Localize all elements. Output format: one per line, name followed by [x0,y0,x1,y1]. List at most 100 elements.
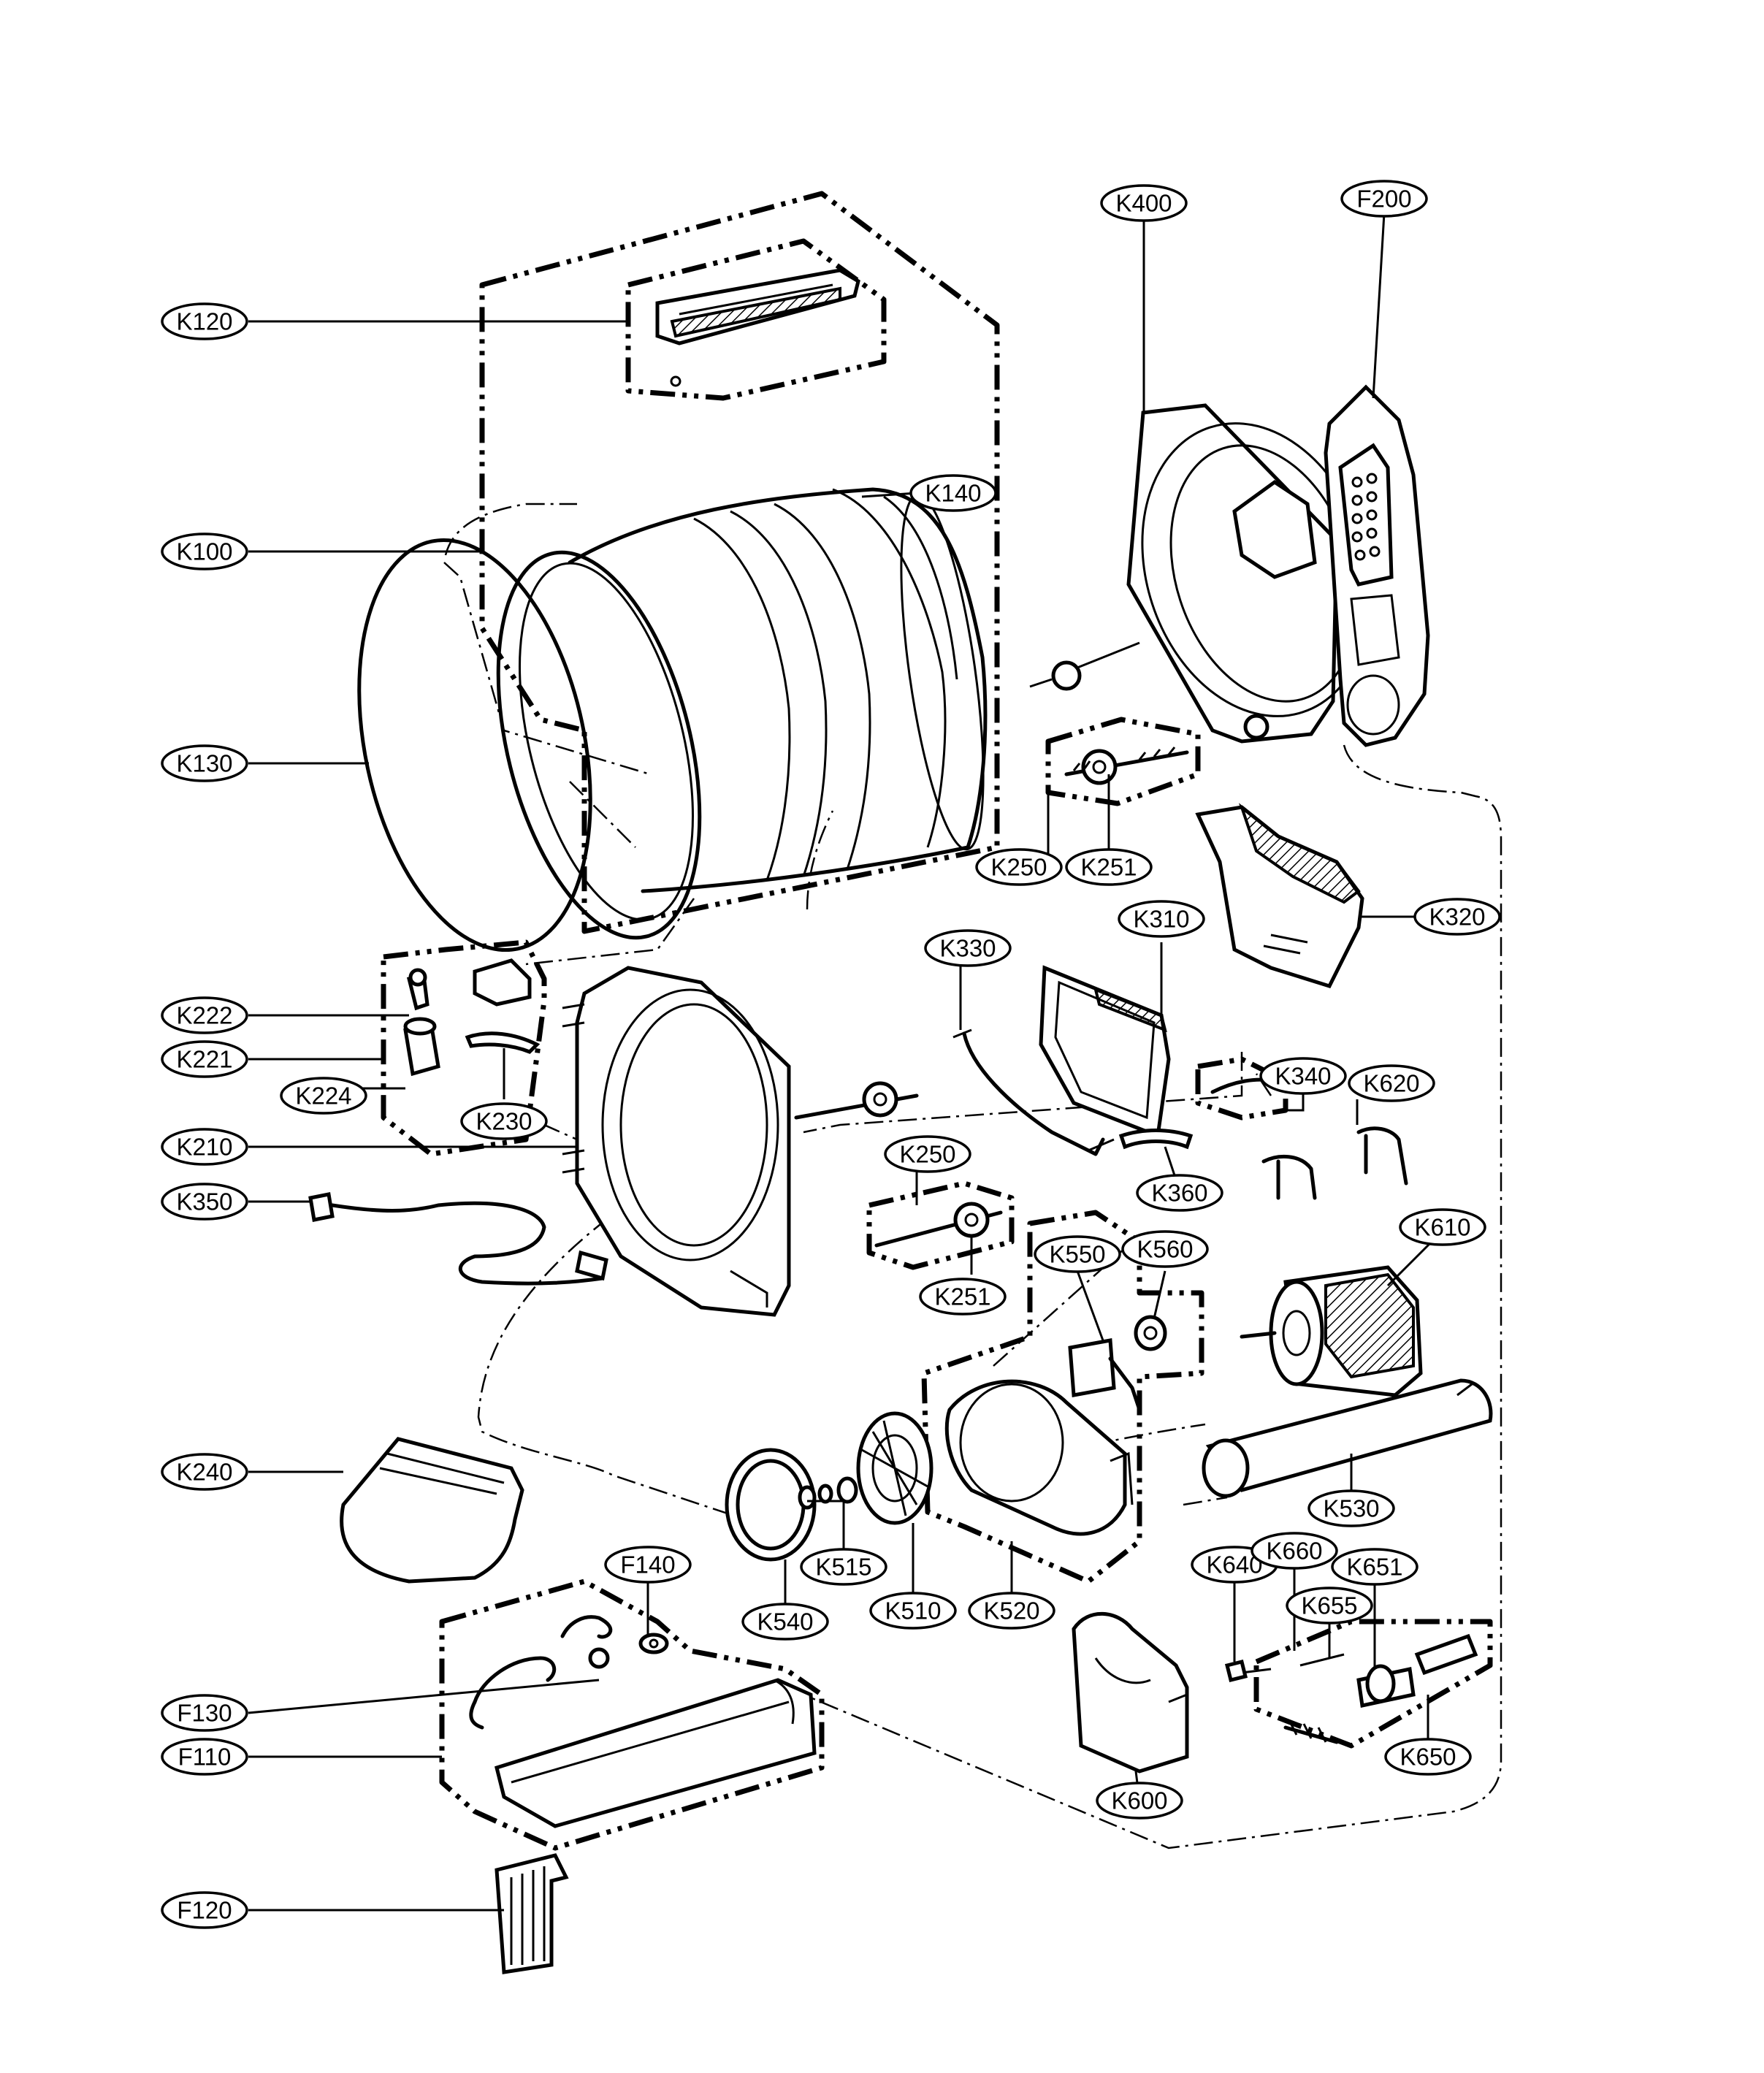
callout-F140: F140 [604,1546,692,1584]
callout-K221: K221 [161,1040,248,1078]
callout-label: K620 [1363,1070,1419,1097]
callout-K100: K100 [161,532,248,570]
part-seal-k360 [1118,1129,1194,1150]
callout-label: K600 [1111,1787,1167,1814]
part-motor-bracket-k600 [1072,1611,1189,1774]
callout-K650: K650 [1384,1738,1472,1776]
part-lamp-cover [473,958,532,1007]
callout-label: K340 [1275,1063,1331,1090]
callout-K600: K600 [1096,1782,1183,1820]
part-thermostat-k560 [1134,1315,1167,1351]
callout-label: K660 [1266,1538,1322,1565]
callout-label: K251 [934,1283,990,1310]
part-idler-assembly-k650 [1224,1633,1478,1744]
duct-vent-holes [1351,473,1381,561]
part-drum-rollers-lower [794,1081,1003,1248]
part-exhaust-duct [1202,1378,1493,1498]
part-blower-wheel [856,1411,933,1525]
part-blower-seal [725,1448,817,1562]
callout-K510: K510 [869,1592,957,1630]
callout-label: K230 [476,1108,532,1135]
callout-label: F120 [177,1897,232,1924]
callout-label: K651 [1346,1554,1402,1581]
callout-K560: K560 [1121,1230,1209,1268]
callout-K140: K140 [909,474,997,512]
callout-label: K515 [815,1554,871,1581]
part-drum-lifter [655,268,860,387]
part-front-bulkhead [562,966,791,1317]
callout-label: K140 [925,480,981,507]
callout-label: K530 [1323,1495,1379,1522]
callout-label: K251 [1080,854,1137,881]
part-front-cover-k240 [340,1437,524,1584]
callout-label: K250 [899,1141,955,1168]
callout-K224: K224 [280,1077,367,1115]
part-lamp-bracket [465,1031,541,1054]
callout-K210: K210 [161,1128,248,1166]
callout-K530: K530 [1307,1489,1395,1527]
callout-label: K560 [1137,1236,1193,1263]
callout-K340: K340 [1259,1057,1347,1095]
callout-label: K510 [885,1597,941,1625]
part-thermostat-f140 [638,1633,669,1654]
callout-K120: K120 [161,302,248,340]
callout-F120: F120 [161,1891,248,1929]
callout-K250-lower: K250 [884,1135,971,1173]
callout-K320: K320 [1413,898,1501,936]
part-lamp-socket [403,1017,440,1077]
part-drum [496,487,988,940]
callout-K360: K360 [1136,1174,1223,1212]
part-drum-rollers-upper [1064,747,1189,785]
callout-K550: K550 [1034,1235,1121,1273]
part-motor-mount-k610 [1261,1126,1408,1200]
callout-F200: F200 [1340,180,1428,218]
callout-label: K250 [990,854,1047,881]
part-duct-assembly [1324,384,1430,747]
part-heater-duct-f110 [495,1678,817,1828]
callout-K251-upper: K251 [1065,848,1153,886]
callout-label: K360 [1151,1180,1207,1207]
callout-label: K130 [176,750,232,777]
part-motor [1240,1265,1423,1397]
callout-K610: K610 [1399,1208,1486,1246]
callout-K540: K540 [741,1603,829,1641]
callout-label: K120 [176,308,232,335]
callout-K240: K240 [161,1453,248,1491]
part-drum-belt [357,538,592,952]
callout-label: K210 [176,1134,232,1161]
callout-K130: K130 [161,744,248,782]
callout-K520: K520 [968,1592,1055,1630]
callout-K400: K400 [1100,184,1188,222]
callout-label: F130 [177,1700,232,1727]
callout-K620: K620 [1348,1064,1435,1102]
callout-K222: K222 [161,996,248,1034]
callout-label: K400 [1115,190,1172,217]
callout-label: K650 [1400,1744,1456,1771]
callout-label: K224 [295,1083,351,1110]
callout-label: K655 [1301,1592,1357,1619]
callout-label: F110 [178,1744,232,1771]
callout-K350: K350 [161,1183,248,1221]
callout-label: K100 [176,538,232,565]
callout-K515: K515 [800,1548,887,1586]
part-lint-filter [1039,965,1171,1139]
part-heater-element-f120 [495,1853,569,1974]
callout-K655: K655 [1286,1587,1373,1625]
part-wire-harness-k350 [308,1192,608,1286]
callout-K230: K230 [460,1102,548,1140]
callout-label: K222 [176,1002,232,1029]
part-rear-bulkhead [1029,403,1372,744]
callout-label: K320 [1429,904,1485,931]
callout-K330: K330 [924,929,1012,967]
part-blower-housing [944,1379,1134,1536]
callout-label: K330 [939,935,996,962]
part-lint-filter-housing [1195,803,1364,989]
callout-label: K221 [176,1046,232,1073]
callout-label: F140 [620,1551,675,1578]
part-thermistor-k550 [1068,1338,1142,1412]
callout-K651: K651 [1331,1548,1419,1586]
callout-label: K610 [1414,1214,1470,1241]
callout-label: K350 [176,1188,232,1215]
callout-F130: F130 [161,1694,248,1732]
